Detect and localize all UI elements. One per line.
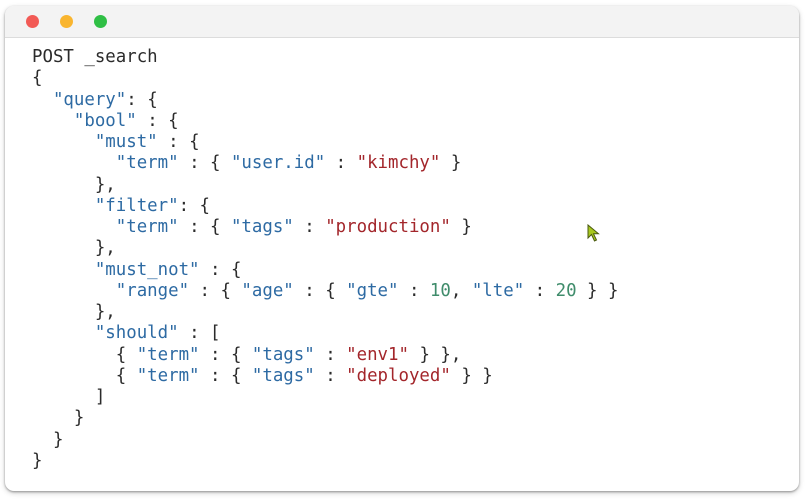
- code-line: "must_not" : {: [32, 260, 618, 281]
- code-text: POST _search: [32, 47, 158, 67]
- json-string: "production": [325, 217, 451, 237]
- code-text: }: [32, 450, 43, 471]
- code-line: },: [32, 175, 618, 196]
- code-text: : {: [178, 195, 211, 216]
- code-line: "query": {: [32, 90, 618, 111]
- code-line: "term" : { "tags" : "production" }: [32, 217, 618, 238]
- json-key: "filter": [94, 195, 179, 216]
- json-key: "query": [52, 89, 127, 110]
- code-text: {: [32, 68, 43, 89]
- code-text: {: [32, 365, 137, 386]
- json-key: "must": [94, 132, 158, 152]
- json-key: "bool": [73, 110, 137, 131]
- json-string: "kimchy": [356, 153, 441, 174]
- json-key: "lte": [471, 280, 525, 301]
- code-text: }: [32, 429, 64, 450]
- code-text: } }: [450, 365, 493, 386]
- json-number: 10: [429, 280, 451, 301]
- json-string: "deployed": [346, 365, 451, 386]
- json-key: "must_not": [94, 259, 200, 280]
- code-text: } }: [576, 280, 619, 301]
- title-bar: [5, 6, 799, 38]
- code-text: [32, 132, 95, 152]
- code-text: :: [398, 280, 430, 301]
- code-text: [32, 111, 74, 131]
- code-line: "must" : {: [32, 132, 618, 153]
- code-text: :: [314, 344, 347, 365]
- json-key: "should": [94, 323, 179, 344]
- code-line: }: [32, 451, 618, 472]
- json-key: "range": [115, 280, 190, 301]
- code-window: POST _search{ "query": { "bool" : { "mus…: [5, 6, 799, 491]
- code-text: :: [293, 217, 326, 237]
- code-text: : {: [199, 365, 252, 386]
- code-block: POST _search{ "query": { "bool" : { "mus…: [32, 47, 618, 472]
- mouse-cursor-icon: [587, 224, 600, 242]
- json-string: "env1": [346, 344, 409, 365]
- code-text: : {: [157, 132, 200, 152]
- json-key: "term": [115, 153, 179, 174]
- code-text: : {: [189, 280, 242, 301]
- json-key: "gte": [346, 280, 399, 301]
- code-line: ]: [32, 387, 618, 408]
- code-line: {: [32, 68, 618, 89]
- json-key: "term": [136, 365, 200, 386]
- code-text: : {: [178, 217, 231, 237]
- code-text: [32, 323, 95, 343]
- code-text: ,: [450, 280, 472, 301]
- code-line: "should" : [: [32, 323, 618, 344]
- code-text: : [: [178, 323, 221, 344]
- code-text: :: [325, 153, 357, 174]
- code-text: [32, 281, 116, 301]
- code-text: : {: [199, 344, 252, 365]
- code-text: [32, 153, 116, 173]
- code-line: POST _search: [32, 47, 618, 68]
- code-text: : {: [126, 89, 158, 110]
- minimize-button[interactable]: [60, 15, 73, 28]
- code-line: },: [32, 302, 618, 323]
- code-text: }: [32, 408, 85, 429]
- json-key: "tags": [251, 344, 315, 365]
- code-text: }: [450, 217, 472, 237]
- code-text: }: [440, 153, 462, 174]
- code-text: } },: [408, 344, 462, 365]
- code-line: "term" : { "user.id" : "kimchy" }: [32, 153, 618, 174]
- code-text: },: [32, 174, 116, 195]
- code-text: :: [314, 365, 347, 386]
- code-text: },: [32, 238, 116, 259]
- json-key: "age": [241, 280, 294, 301]
- code-text: : {: [293, 280, 347, 301]
- close-button[interactable]: [26, 15, 39, 28]
- json-key: "term": [136, 344, 200, 365]
- json-key: "tags": [251, 365, 315, 386]
- code-text: {: [32, 344, 137, 365]
- code-text: [32, 196, 95, 216]
- code-text: [32, 260, 95, 280]
- json-key: "user.id": [230, 153, 326, 174]
- code-text: ]: [32, 387, 106, 407]
- code-text: :: [524, 280, 556, 301]
- code-text: : {: [136, 110, 179, 131]
- code-text: [32, 90, 53, 110]
- code-text: [32, 217, 116, 237]
- code-line: { "term" : { "tags" : "deployed" } }: [32, 366, 618, 387]
- code-line: "range" : { "age" : { "gte" : 10, "lte" …: [32, 280, 619, 302]
- maximize-button[interactable]: [94, 15, 107, 28]
- code-line: { "term" : { "tags" : "env1" } },: [32, 345, 618, 366]
- code-line: "bool" : {: [32, 111, 618, 132]
- json-key: "tags": [230, 217, 294, 237]
- code-text: : {: [178, 153, 231, 174]
- code-line: },: [32, 238, 618, 259]
- code-text: : {: [199, 259, 242, 280]
- json-number: 20: [555, 280, 577, 301]
- code-text: },: [32, 302, 116, 322]
- code-line: "filter": {: [32, 196, 618, 217]
- code-line: }: [32, 408, 618, 429]
- json-key: "term": [115, 217, 179, 237]
- code-line: }: [32, 430, 618, 451]
